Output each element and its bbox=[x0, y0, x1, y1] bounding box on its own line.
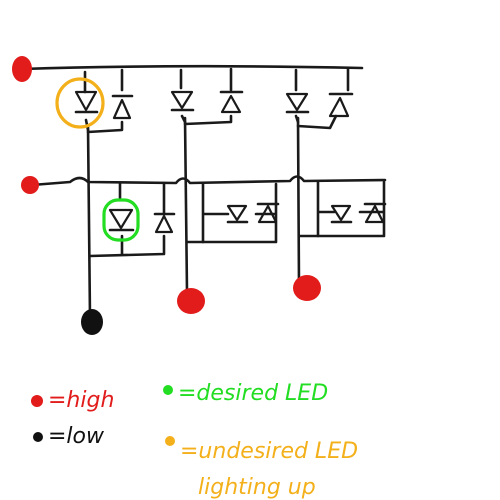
column-wires bbox=[86, 116, 301, 320]
cell-r1-c3 bbox=[285, 66, 354, 130]
cell-r2-c2 bbox=[185, 182, 280, 244]
col2-high-terminal bbox=[177, 288, 205, 314]
legend-undesired-dot bbox=[165, 436, 175, 446]
led-forward bbox=[170, 90, 194, 110]
led-reverse bbox=[364, 204, 385, 224]
legend: =high =low =desired LED =undesired LED l… bbox=[31, 381, 358, 500]
undesired-led-highlight bbox=[55, 77, 105, 129]
col2-wire bbox=[183, 116, 189, 294]
legend-undesired-line1: =undesired LED bbox=[180, 439, 358, 464]
cell-r1-c1 bbox=[74, 68, 134, 134]
row1-wire bbox=[20, 64, 364, 71]
led-forward bbox=[285, 92, 309, 112]
legend-high-label: =high bbox=[48, 388, 114, 413]
led-forward bbox=[74, 90, 98, 112]
legend-low-label: =low bbox=[48, 424, 105, 449]
led-forward bbox=[108, 208, 134, 230]
desired-led-highlight bbox=[102, 198, 140, 242]
cell-r1-c2 bbox=[170, 67, 244, 126]
col1-low-terminal bbox=[81, 309, 103, 335]
led-forward bbox=[330, 204, 352, 222]
led-forward bbox=[226, 204, 248, 222]
legend-low-dot bbox=[33, 432, 43, 442]
col3-high-terminal bbox=[293, 275, 321, 301]
led-reverse bbox=[328, 96, 350, 118]
cell-r2-c3 bbox=[297, 180, 387, 238]
led-reverse bbox=[154, 214, 174, 234]
led-reverse bbox=[112, 98, 132, 120]
legend-high-dot bbox=[31, 395, 43, 407]
row1-high-terminal bbox=[12, 56, 32, 82]
legend-desired-label: =desired LED bbox=[178, 381, 328, 406]
legend-undesired-line2: lighting up bbox=[198, 475, 316, 500]
row2-wire bbox=[30, 175, 387, 187]
col1-wire bbox=[86, 124, 92, 320]
row2-high-terminal bbox=[21, 176, 39, 194]
led-reverse bbox=[257, 204, 278, 224]
led-reverse bbox=[220, 94, 242, 114]
cell-r2-c1 bbox=[88, 181, 176, 258]
col3-wire bbox=[296, 116, 301, 288]
legend-desired-dot bbox=[163, 385, 173, 395]
